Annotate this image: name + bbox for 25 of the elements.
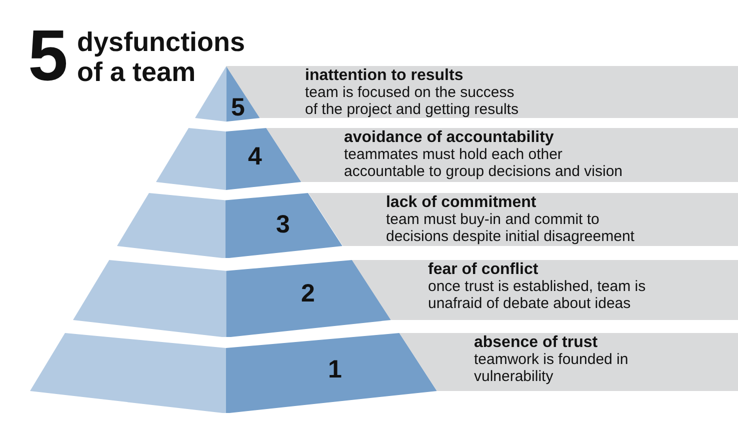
pyramid-tier [30, 333, 437, 414]
tier-number: 4 [248, 144, 262, 170]
tier-description: once trust is established, team is unafraid of debate about ideas [428, 278, 647, 312]
tier-number: 2 [301, 282, 315, 306]
tier-heading: fear of conflict [428, 262, 538, 278]
tier-description: team is focused on the success of the project and getting results [305, 84, 520, 118]
text-band [226, 66, 738, 118]
tier-number: 5 [231, 96, 245, 120]
pyramid-tier [194, 66, 260, 122]
text-band [266, 128, 738, 182]
tier-description: teamwork is founded in vulnerability [474, 351, 630, 385]
tier-number: 3 [276, 212, 290, 238]
tier-heading: avoidance of accountability [344, 130, 554, 146]
tier-heading: inattention to results [305, 68, 464, 84]
tier-number: 1 [328, 358, 342, 382]
tier-heading: absence of trust [474, 335, 598, 351]
pyramid-tier [156, 128, 302, 190]
tier-description: teammates must hold each other accountable to group decisions and vision [344, 146, 624, 180]
text-band [399, 333, 738, 391]
pyramid-tier [72, 260, 391, 338]
tier-description: team must buy-in and commit to decisions despite initial disagreement [386, 211, 636, 245]
text-band [308, 193, 738, 246]
tier-heading: lack of commitment [386, 195, 536, 211]
text-band [352, 260, 738, 320]
pyramid-tier [117, 193, 343, 258]
